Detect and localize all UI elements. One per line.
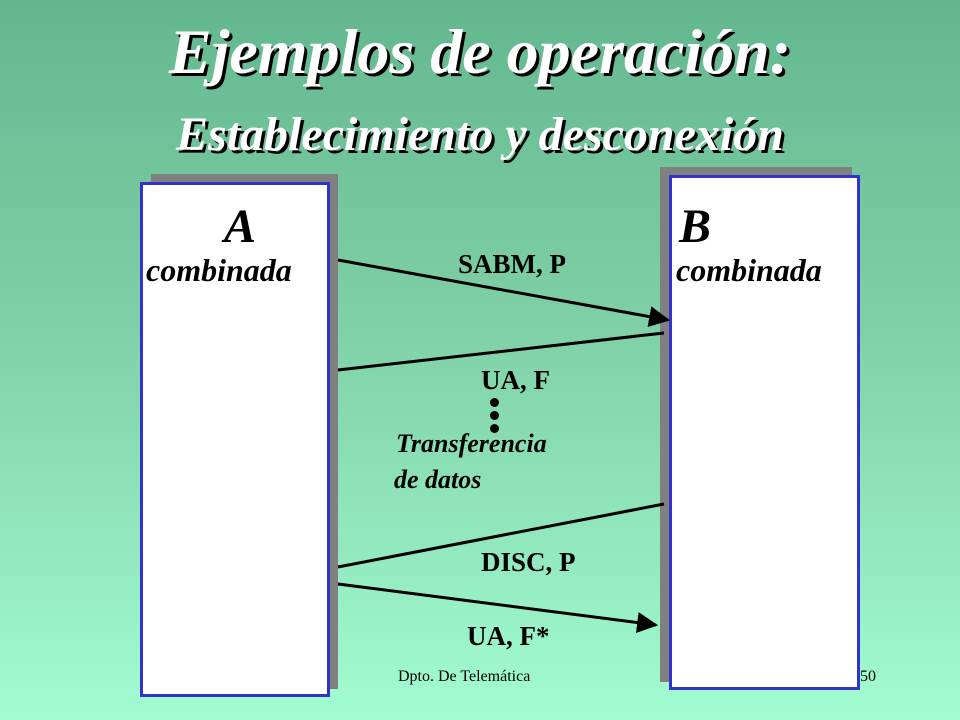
station-b-mode: combinada xyxy=(676,252,822,288)
ua-final-label: UA, F* xyxy=(467,621,550,651)
station-a-mode: combinada xyxy=(146,252,292,288)
ellipsis-dot xyxy=(490,398,499,407)
ellipsis-dot xyxy=(490,424,499,433)
station-b-name: B xyxy=(679,200,712,253)
page-number: 50 xyxy=(860,668,876,685)
transfer-label-line2: de datos xyxy=(394,465,482,494)
ua-final-arrow xyxy=(337,582,659,633)
station-a-box xyxy=(140,182,330,697)
station-b-box xyxy=(669,175,860,690)
ellipsis-dot xyxy=(490,411,499,420)
disc-label: DISC, P xyxy=(481,547,576,577)
sabm-label: SABM, P xyxy=(458,249,566,279)
disc-arrow xyxy=(337,502,665,569)
ua-label: UA, F xyxy=(481,365,550,395)
sabm-arrow xyxy=(337,258,671,327)
slide-subtitle: Establecimiento y desconexión xyxy=(176,108,784,161)
slide-title: Ejemplos de operación: xyxy=(168,16,792,87)
footer-department: Dpto. De Telemática xyxy=(398,668,531,685)
ua-arrow xyxy=(337,331,665,372)
station-a-name: A xyxy=(224,200,257,253)
transfer-label-line1: Transferencia xyxy=(396,429,547,458)
